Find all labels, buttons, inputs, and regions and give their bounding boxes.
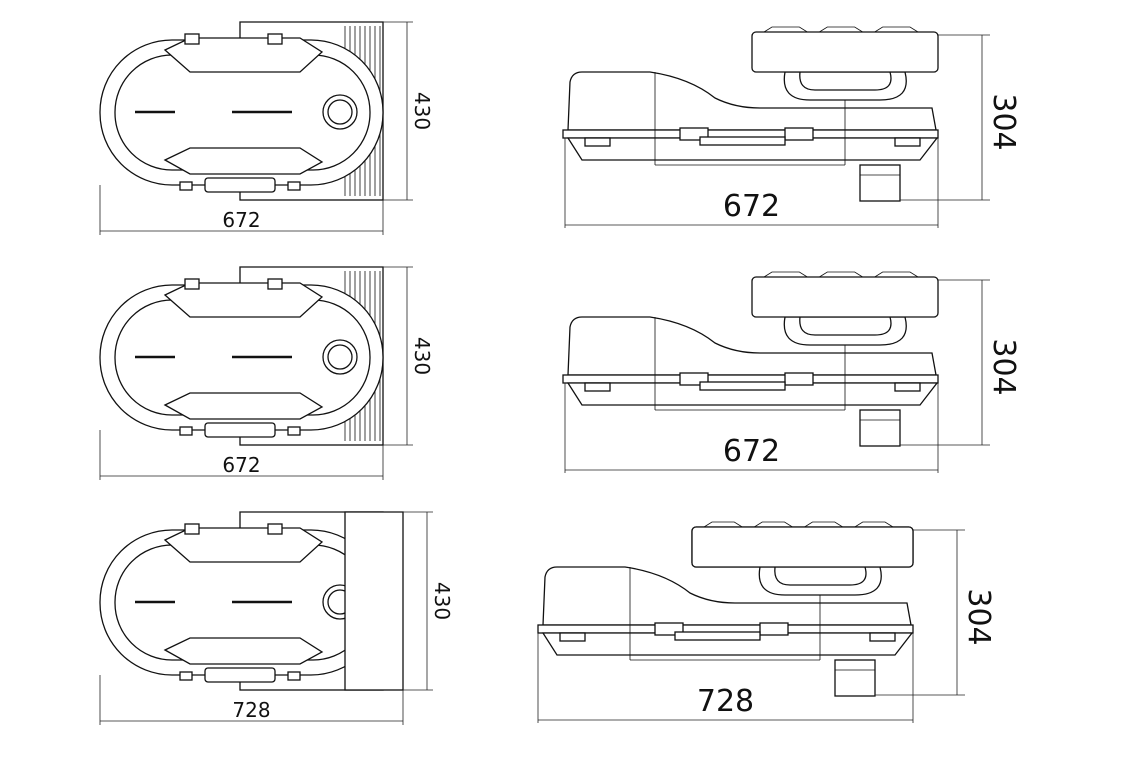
top-width-label: 672	[222, 208, 260, 232]
side-width-label: 672	[723, 189, 780, 224]
top-depth-label: 430	[410, 337, 434, 375]
top-width-label: 672	[222, 453, 260, 477]
drawing-row: 728 430 728 304	[98, 510, 996, 725]
top-depth-label: 430	[430, 582, 454, 620]
side-height-label: 304	[961, 588, 996, 645]
lens-module	[703, 521, 743, 528]
lens-module	[754, 521, 793, 528]
drawing-row: 672 430 672 304	[98, 265, 1021, 480]
luminaire-top-outline	[98, 20, 385, 202]
lens-module	[763, 271, 808, 278]
side-width-label: 672	[723, 434, 780, 469]
side-view: 728 304	[537, 521, 996, 723]
lens-module	[763, 26, 808, 33]
top-view: 672 430	[98, 265, 434, 480]
top-view: 672 430	[98, 20, 434, 235]
top-width-label: 728	[232, 698, 270, 722]
luminaire-side-outline	[562, 71, 939, 202]
luminaire-top-outline	[98, 265, 385, 447]
lamp-head	[691, 526, 914, 568]
side-width-label: 728	[697, 684, 754, 719]
lamp-head	[751, 276, 939, 318]
lens-module	[819, 26, 863, 33]
top-view: 728 430	[98, 510, 454, 725]
lens-module	[874, 26, 919, 33]
lens-module	[854, 521, 894, 528]
side-height-label: 304	[986, 338, 1021, 395]
side-height-label: 304	[986, 93, 1021, 150]
lens-module	[804, 521, 843, 528]
extra-heatsink	[344, 511, 404, 691]
drawing-row: 672 430 672 304	[98, 20, 1021, 235]
luminaire-side-outline	[562, 316, 939, 447]
side-view: 672 304	[562, 271, 1021, 473]
lens-module	[874, 271, 919, 278]
luminaire-side-outline	[537, 566, 914, 697]
top-depth-label: 430	[410, 92, 434, 130]
side-view: 672 304	[562, 26, 1021, 228]
lamp-head	[751, 31, 939, 73]
lens-module	[819, 271, 863, 278]
luminaire-top-outline	[98, 510, 385, 692]
